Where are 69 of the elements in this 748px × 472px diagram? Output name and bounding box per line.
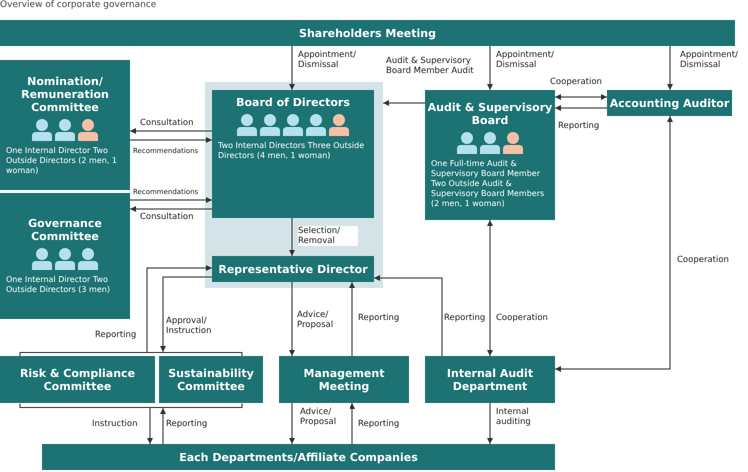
edge-label: Consultation [140,118,194,128]
committee-box [425,90,555,220]
node-title: Governance Committee [27,217,103,243]
arrow [289,218,295,256]
arrow [146,265,212,352]
arrow [289,46,295,90]
edge-label: Reporting [358,313,400,323]
edge-label: Cooperation [677,255,729,265]
edge-label: Selection/ Removal [298,226,358,246]
process-box [0,20,735,46]
edge-label: Advice/ Proposal [300,407,350,427]
group-panel [205,82,383,288]
process-box [607,90,732,116]
diagram-title: Overview of corporate governance [0,0,156,10]
arrow [160,408,166,444]
member-text: Two Internal Directors Three Outside Directors (4 men, 1 woman) [217,141,366,161]
edge-label: Reporting [444,313,486,323]
arrow [382,100,426,106]
edge-label: Cooperation [496,313,548,323]
arrow [147,408,153,444]
node-title: Sustainability Committee [167,366,255,392]
arrow [160,276,212,352]
arrow [667,46,673,90]
edge-label: Instruction [92,419,138,429]
node-title: Shareholders Meeting [299,26,436,40]
arrow [554,105,608,111]
committee-box [0,60,130,190]
arrow [374,275,442,356]
bracket-frame [0,352,263,408]
node-title: Board of Directors [236,96,350,109]
arrow [487,402,493,444]
node-title: Management Meeting [302,366,386,392]
committee-box [212,90,374,218]
process-box [0,356,155,403]
process-box [212,256,374,282]
node-title: Representative Director [218,262,368,276]
arrow [130,197,212,203]
arrow [349,402,355,444]
committee-box [0,193,130,319]
arrow [130,137,212,143]
edge-label: Reporting [558,121,600,131]
edge-label: Reporting [166,419,208,429]
edge-label: Cooperation [550,77,602,87]
node-title: Risk & Compliance Committee [18,366,136,392]
arrow [487,46,493,90]
member-text: One Internal Director Two Outside Directors (2 men, 1 woman) [5,146,118,176]
arrow [289,402,295,444]
edge-label: Reporting [95,330,136,340]
node-title: Accounting Auditor [610,96,730,110]
arrow [554,116,673,372]
process-box [42,444,555,470]
edge-label: Consultation [140,212,194,222]
edge-label: Audit & Supervisory Board Member Audit [386,56,476,76]
edge-label: Reporting [358,419,400,429]
process-box [279,356,409,403]
member-text: One Internal Director Two Outside Directors (3 men) [5,275,111,295]
arrow [349,282,355,356]
node-title: Audit & Supervisory Board [426,101,554,127]
member-text: One Full-time Audit & Supervisory Board Member Two Outside Audit & Supervisory Board Members (2 men, 1 woman) [430,159,546,209]
arrow [487,220,493,356]
arrow [130,128,212,134]
node-title: Internal Audit Department [446,366,534,392]
node-title: Each Departments/Affiliate Companies [179,450,418,464]
process-box [159,356,263,403]
arrow [130,206,212,212]
arrow [554,94,608,100]
node-title: Nomination/ Remuneration Committee [20,74,110,114]
process-box [425,356,555,403]
arrow [289,282,295,356]
